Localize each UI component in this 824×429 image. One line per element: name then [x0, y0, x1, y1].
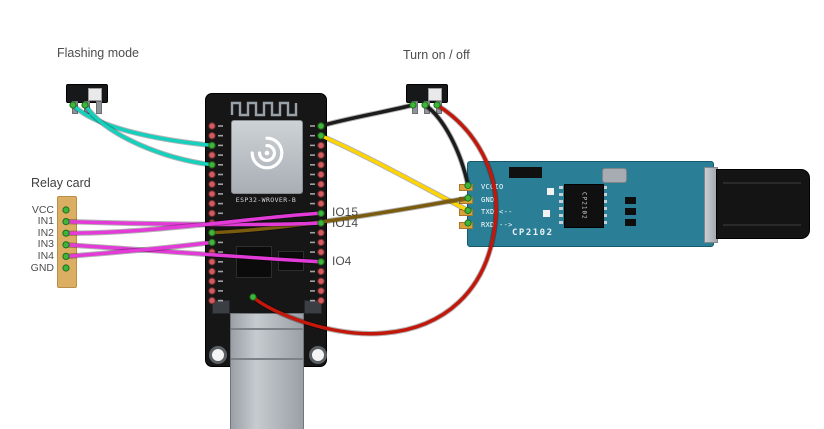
- cp2102-crystal: [602, 168, 627, 183]
- switch-pin: [96, 101, 102, 114]
- plug-ridge: [723, 224, 801, 226]
- relay-wire-in4: [64, 240, 214, 259]
- esp32-button: [212, 300, 230, 314]
- power-switch: [406, 84, 448, 114]
- switch-pin: [72, 101, 78, 114]
- relay-pin-label-in2: IN2: [37, 226, 54, 239]
- relay-pin-label-in4: IN4: [37, 249, 54, 262]
- mounting-hole: [309, 346, 327, 364]
- switch-pin: [424, 101, 430, 114]
- relay-pin-label-in1: IN1: [37, 215, 54, 227]
- espressif-logo-icon: [250, 136, 284, 170]
- cp2102-chip: CP2102: [564, 184, 604, 228]
- switch-knob: [88, 87, 102, 101]
- smd-component: [625, 208, 636, 215]
- switch-wire-b: [423, 103, 470, 188]
- relay-card-label: Relay card: [31, 176, 91, 190]
- flashing-wire-b: [83, 103, 214, 167]
- flashing-mode-switch: [66, 84, 108, 114]
- flashing-wire-b-outline: [82, 102, 215, 168]
- smd-component: [625, 219, 636, 226]
- ic-pins: [559, 186, 563, 224]
- switch-pin: [84, 101, 90, 114]
- relay-wire-in4-outline: [63, 239, 215, 260]
- switch-knob: [428, 87, 442, 101]
- usb-plug: [716, 169, 810, 239]
- usb-ridge: [231, 328, 303, 330]
- plug-ridge: [723, 182, 801, 184]
- smd-pad: [547, 188, 554, 195]
- cp2102-pin-vccio: [459, 184, 473, 191]
- relay-pin-label-vcc: VCC: [31, 203, 54, 216]
- antenna-meander-icon: [230, 101, 298, 117]
- cp2102-label-vccio: VCCIO: [481, 183, 504, 191]
- cp2102-board-label: CP2102: [512, 228, 554, 238]
- switch-pin: [436, 101, 442, 114]
- esp32-board: ESP32-WROVER-B: [205, 93, 327, 429]
- relay-card-header: [57, 196, 77, 288]
- callout-io14: IO14: [332, 216, 359, 230]
- cp2102-component: [509, 167, 542, 178]
- turn-on-off-label: Turn on / off: [403, 48, 470, 62]
- esp32-chip: [236, 246, 272, 278]
- serial-wire-tx: [319, 133, 470, 213]
- esp32-chip: [278, 251, 304, 271]
- flashing-wire-a: [71, 103, 214, 148]
- serial-wire-tx-outline: [318, 133, 471, 214]
- cp2102-pin-rxd: [459, 221, 473, 229]
- esp32-module-label: ESP32-WROVER-B: [235, 196, 297, 204]
- esp32-button: [304, 300, 322, 314]
- smd-pad: [543, 210, 550, 217]
- ic-pins: [603, 186, 607, 224]
- relay-pin-label-gnd: GND: [30, 261, 54, 274]
- cp2102-board: VCCIO GND TXD <-- RXD --> CP2102 CP2102: [459, 161, 810, 247]
- flashing-mode-label: Flashing mode: [57, 46, 139, 60]
- esp32-module-shield: [231, 120, 303, 194]
- cp2102-pin-txd: [459, 209, 473, 216]
- cp2102-chip-label: CP2102: [580, 192, 588, 220]
- cp2102-label-gnd: GND: [481, 195, 495, 204]
- switch-wire-a: [319, 103, 415, 128]
- switch-pin: [412, 101, 418, 114]
- cp2102-label-rxd: RXD -->: [481, 220, 513, 229]
- usb-ridge: [231, 358, 303, 360]
- relay-pin-label-in3: IN3: [37, 238, 54, 250]
- flashing-wire-a-outline: [70, 102, 215, 149]
- cp2102-pin-gnd: [459, 196, 473, 204]
- callout-io4: IO4: [332, 254, 352, 268]
- switch-wire-b-outline: [422, 102, 471, 189]
- esp32-usb-connector: [230, 313, 304, 429]
- mounting-hole: [209, 346, 227, 364]
- smd-component: [625, 197, 636, 204]
- cp2102-label-txd: TXD <--: [481, 208, 513, 216]
- switch-wire-a-outline: [318, 102, 416, 129]
